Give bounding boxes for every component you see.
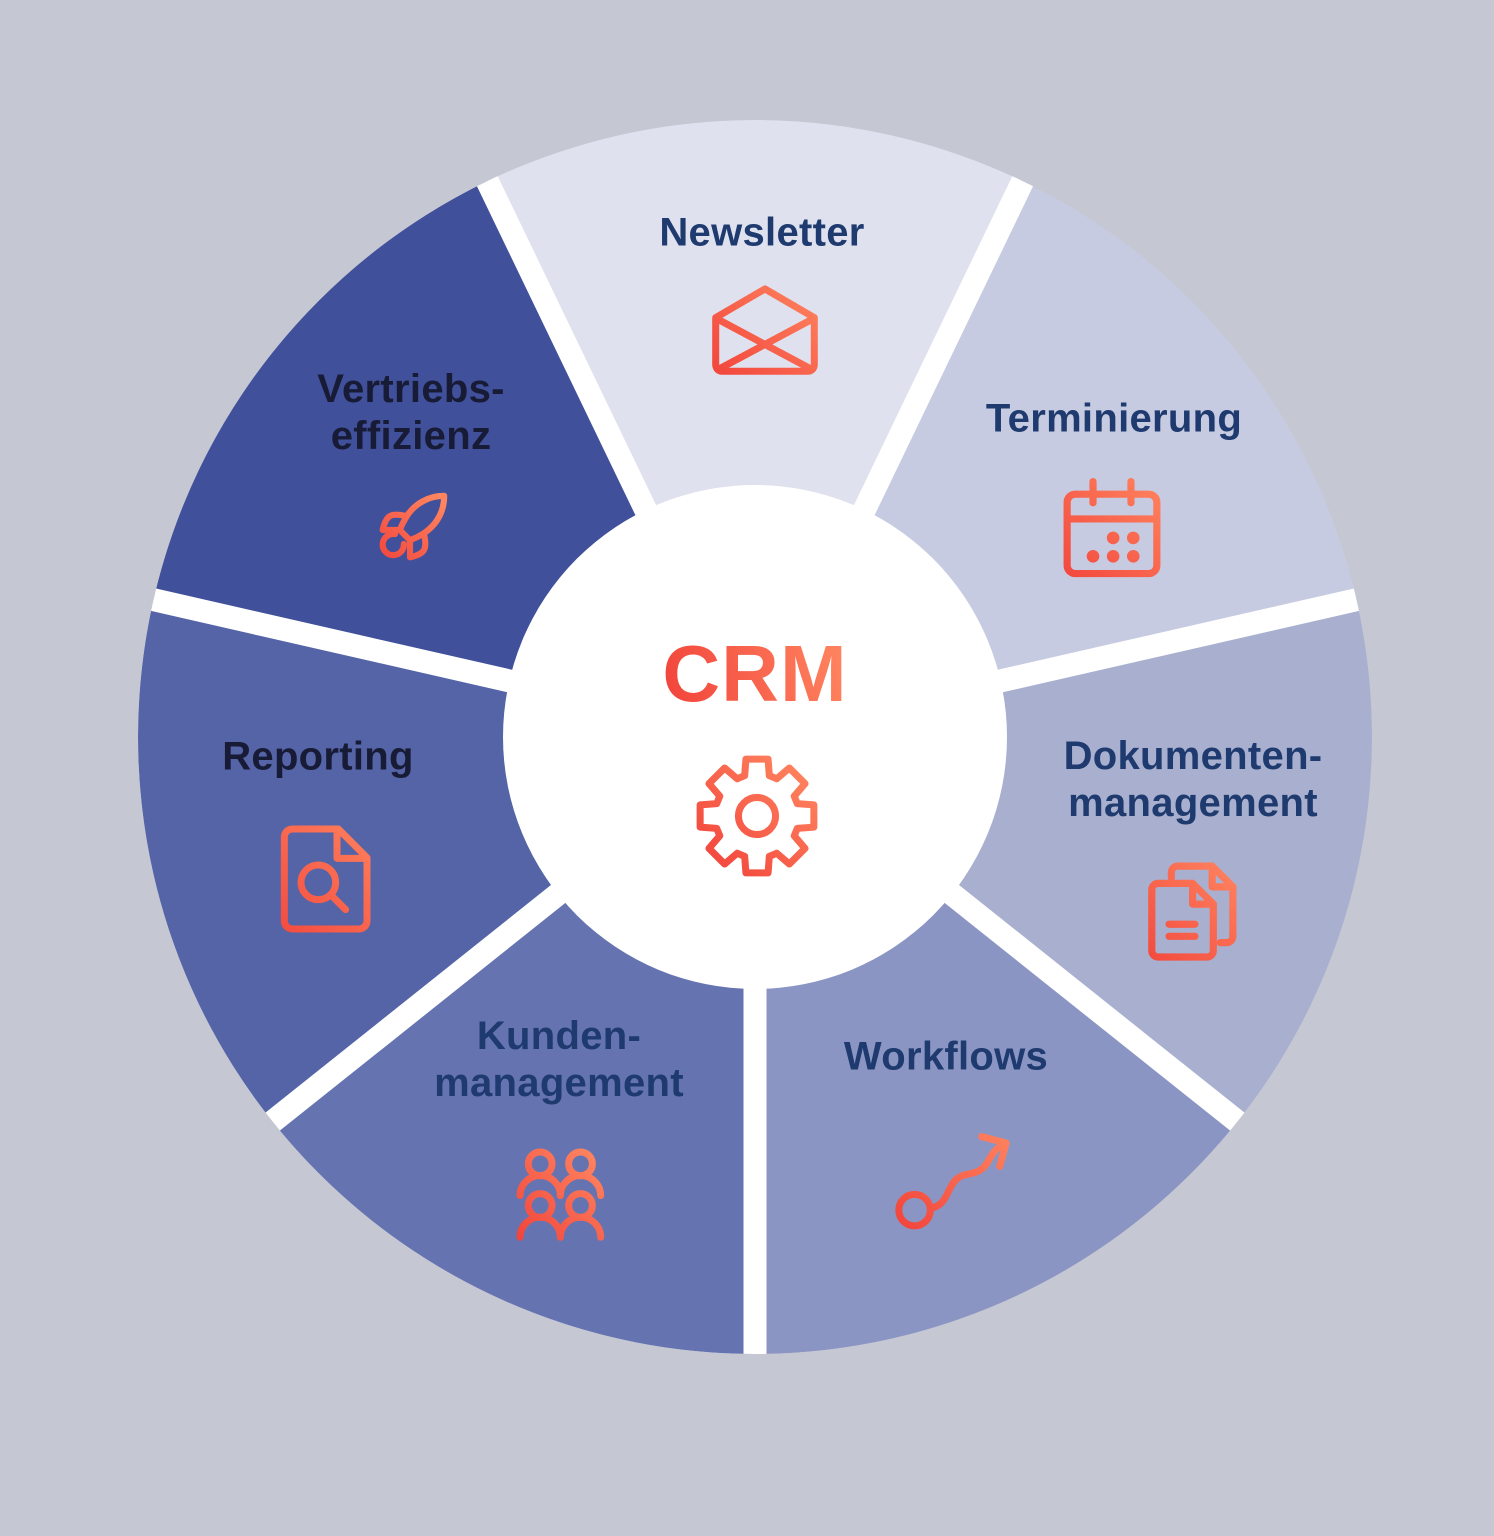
segment-wedge-newsletter bbox=[487, 120, 1023, 738]
workflow-arrow-icon bbox=[895, 1133, 1010, 1230]
segment-label-reporting: Reporting bbox=[222, 734, 414, 779]
segment-label-newsletter: Newsletter bbox=[659, 210, 865, 255]
mail-open-icon bbox=[712, 285, 818, 375]
documents-icon bbox=[1148, 862, 1237, 961]
segment-label-vertriebseffizienz: Vertriebs- effizienz bbox=[317, 367, 505, 458]
people-icon bbox=[516, 1148, 605, 1241]
segment-label-dokumentenmanagement: Dokumenten- management bbox=[1063, 734, 1323, 825]
document-search-icon bbox=[280, 825, 371, 933]
segment-label-terminierung: Terminierung bbox=[985, 396, 1243, 441]
rocket-icon bbox=[379, 492, 448, 561]
center-title: CRM bbox=[662, 629, 847, 718]
segment-label-kundenmanagement: Kunden- management bbox=[434, 1014, 684, 1105]
center-circle bbox=[503, 485, 1007, 989]
segment-label-workflows: Workflows bbox=[843, 1034, 1049, 1079]
calendar-icon bbox=[1063, 477, 1161, 578]
gear-icon bbox=[696, 755, 818, 877]
